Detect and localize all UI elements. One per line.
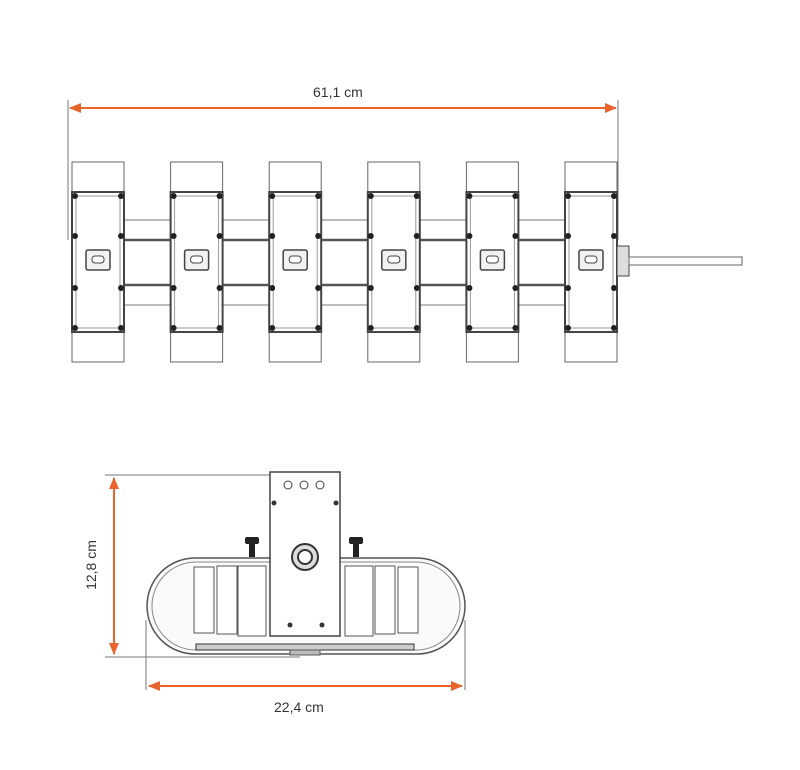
led-modules [71,161,618,363]
adjustment-knobs [245,537,363,557]
led-module [71,161,125,363]
led-module [366,161,421,363]
led-module [169,161,224,363]
led-module [564,161,618,363]
top-view [67,100,743,363]
side-view [105,471,466,691]
cable-gland [616,245,743,277]
led-module [465,161,520,363]
led-module [268,161,323,363]
side-width-label: 22,4 cm [274,699,324,715]
mounting-bracket [269,471,341,637]
side-height-label: 12,8 cm [82,540,99,590]
top-width-label: 61,1 cm [313,84,363,100]
